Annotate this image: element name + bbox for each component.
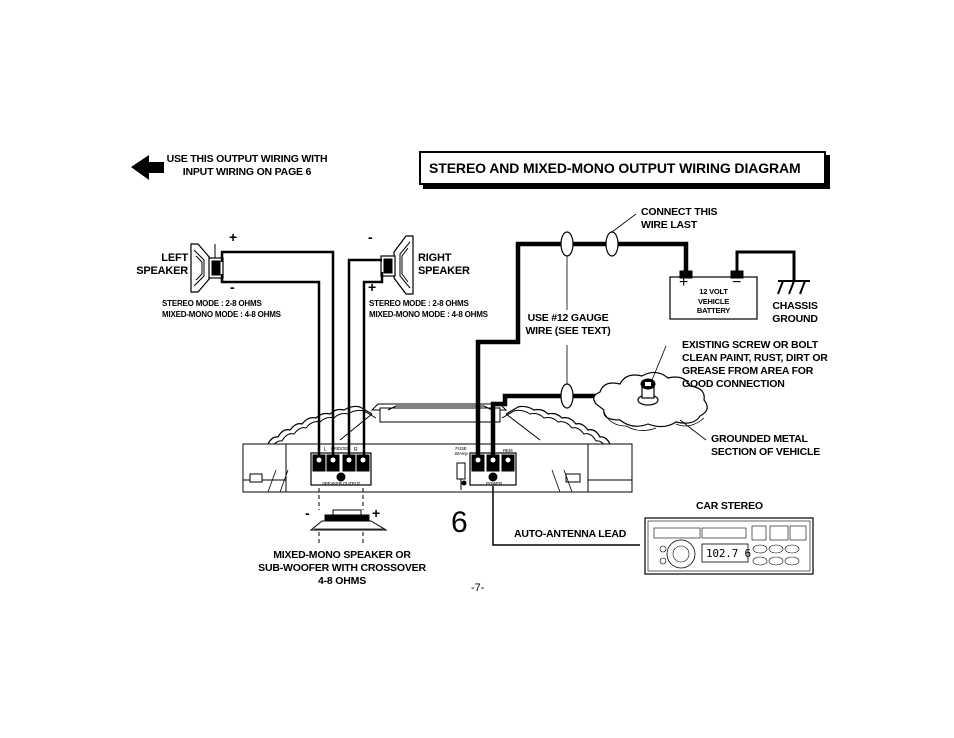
battery-label-line: BATTERY	[696, 306, 731, 315]
screw-note: EXISTING SCREW OR BOLT CLEAN PAINT, RUST…	[682, 339, 828, 391]
connect-last-note-line: CONNECT THIS	[641, 206, 718, 218]
left-speaker-plus: +	[229, 229, 238, 245]
battery-label: 12 VOLT VEHICLE BATTERY	[672, 287, 755, 316]
page-title: STEREO AND MIXED-MONO OUTPUT WIRING DIAG…	[429, 160, 801, 176]
right-speaker-label-line: RIGHT	[418, 252, 452, 264]
impedance-line: MIXED-MONO MODE : 4-8 OHMS	[162, 310, 281, 319]
fuse-label-line: FUSE	[455, 446, 467, 451]
battery-minus: −	[732, 274, 742, 291]
connect-last-leader	[611, 213, 637, 233]
left-speaker	[190, 243, 224, 293]
amp-rem-label: REM	[503, 448, 513, 453]
battery	[669, 270, 758, 320]
right-speaker-wires	[347, 258, 384, 456]
subwoofer	[309, 488, 388, 545]
left-speaker-wires	[220, 250, 335, 456]
page-number: -7-	[471, 582, 485, 594]
amp-fuse-label: FUSE 20Amp	[450, 446, 472, 456]
arrow-left-icon	[131, 155, 164, 180]
sub-minus: -	[305, 505, 310, 521]
header-note-line: INPUT WIRING ON PAGE 6	[182, 166, 312, 178]
amp-channel-r-label: R	[354, 447, 358, 453]
right-speaker-label-line: SPEAKER	[418, 265, 470, 277]
sub-woofer-label-line: 4-8 OHMS	[318, 575, 366, 587]
chassis-ground-label: CHASSIS GROUND	[765, 300, 825, 326]
grounded-metal-line: SECTION OF VEHICLE	[711, 446, 820, 458]
battery-label-line: 12 VOLT	[699, 287, 728, 296]
chassis-ground-line: CHASSIS	[772, 300, 818, 312]
right-speaker-label: RIGHT SPEAKER	[418, 252, 470, 278]
sub-woofer-label-line: MIXED-MONO SPEAKER OR	[273, 549, 411, 561]
amp-power-number: 6	[451, 506, 468, 539]
amplifier	[242, 403, 633, 493]
screw-note-line: CLEAN PAINT, RUST, DIRT OR	[682, 352, 828, 364]
metal-note-leader	[679, 419, 707, 441]
ground-icon	[777, 280, 810, 295]
right-speaker	[380, 235, 414, 295]
sub-woofer-label-line: SUB-WOOFER WITH CROSSOVER	[258, 562, 426, 574]
right-speaker-impedance: STEREO MODE : 2-8 OHMS MIXED-MONO MODE :…	[369, 298, 488, 320]
diagram-title-box: STEREO AND MIXED-MONO OUTPUT WIRING DIAG…	[419, 151, 826, 185]
screw-note-line: GREASE FROM AREA FOR	[682, 365, 814, 377]
antenna-lead-label: AUTO-ANTENNA LEAD	[514, 528, 627, 540]
sub-woofer-label: MIXED-MONO SPEAKER OR SUB-WOOFER WITH CR…	[255, 549, 429, 588]
left-speaker-label-line: SPEAKER	[136, 265, 188, 277]
fuse-label-line: 20Amp	[454, 451, 468, 456]
battery-label-line: VEHICLE	[697, 296, 730, 306]
car-stereo	[644, 517, 814, 575]
screw-note-line: EXISTING SCREW OR BOLT	[682, 339, 818, 351]
car-stereo-display: 102.7 6	[706, 547, 751, 560]
impedance-line: STEREO MODE : 2-8 OHMS	[162, 299, 262, 308]
header-note-line: USE THIS OUTPUT WIRING WITH	[166, 153, 328, 165]
grounded-metal-line: GROUNDED METAL	[711, 433, 808, 445]
impedance-line: STEREO MODE : 2-8 OHMS	[369, 299, 469, 308]
battery-plus: +	[679, 274, 689, 291]
chassis-ground-line: GROUND	[772, 313, 818, 325]
wire-gauge-note: USE #12 GAUGE WIRE (SEE TEXT)	[520, 312, 616, 338]
screw-icon	[637, 378, 659, 406]
power-wires	[475, 241, 796, 546]
left-speaker-impedance: STEREO MODE : 2-8 OHMS MIXED-MONO MODE :…	[162, 298, 281, 320]
wire-gauge-note-line: USE #12 GAUGE	[527, 312, 609, 324]
screw-note-leader	[651, 345, 667, 381]
left-speaker-label-line: LEFT	[161, 252, 188, 264]
connect-last-note: CONNECT THIS WIRE LAST	[641, 206, 718, 232]
amp-speaker-output-label: SPEAKER OUTPUT	[322, 481, 361, 486]
left-speaker-label: LEFT SPEAKER	[130, 252, 188, 278]
grounded-metal-note: GROUNDED METAL SECTION OF VEHICLE	[711, 433, 820, 459]
car-stereo-label: CAR STEREO	[696, 500, 763, 512]
left-speaker-minus: -	[230, 279, 235, 295]
impedance-line: MIXED-MONO MODE : 4-8 OHMS	[369, 310, 488, 319]
amp-power-label: POWER	[486, 481, 503, 486]
amp-channel-l-label: L	[324, 447, 327, 453]
connect-last-note-line: WIRE LAST	[641, 219, 697, 231]
screw-note-line: GOOD CONNECTION	[682, 378, 785, 390]
right-speaker-minus: -	[368, 229, 373, 245]
sub-plus: +	[372, 505, 381, 521]
amp-bridged-label: BRIDGED	[331, 446, 351, 451]
wire-gauge-note-line: WIRE (SEE TEXT)	[525, 325, 611, 337]
right-speaker-plus: +	[368, 279, 377, 295]
header-note: USE THIS OUTPUT WIRING WITH INPUT WIRING…	[166, 153, 328, 179]
